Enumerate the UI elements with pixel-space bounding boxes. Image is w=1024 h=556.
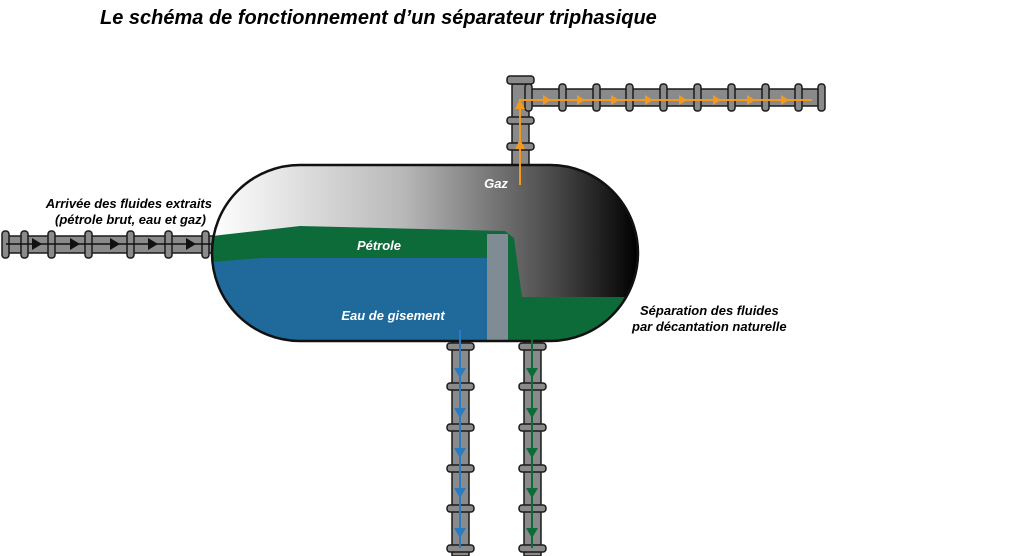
separation-label-line2: par décantation naturelle (631, 319, 787, 334)
oil-label: Pétrole (357, 238, 401, 253)
gas-outlet-pipe (506, 75, 826, 167)
separation-label-line1: Séparation des fluides (640, 303, 779, 318)
oil-flow-arrow (526, 330, 538, 548)
water-label: Eau de gisement (341, 308, 445, 323)
gas-label: Gaz (484, 176, 508, 191)
gas-flow-arrow (515, 95, 812, 185)
diagram-title: Le schéma de fonctionnement d’un séparat… (100, 7, 657, 29)
inlet-label-line2: (pétrole brut, eau et gaz) (55, 212, 206, 227)
weir-plate (487, 234, 508, 341)
water-layer (212, 258, 487, 341)
inlet-flow-arrow (6, 238, 212, 250)
water-flow-arrow (454, 330, 466, 548)
inlet-label-line1: Arrivée des fluides extraits (45, 196, 212, 211)
separator-tank (210, 163, 640, 343)
